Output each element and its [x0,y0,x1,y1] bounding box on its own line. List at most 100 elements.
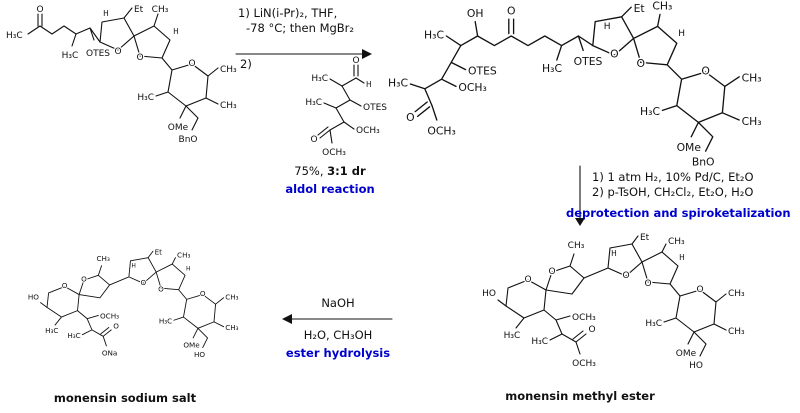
atom-label: H₃C [311,74,328,84]
atom-label: H [173,27,179,36]
bond-lines [37,13,43,27]
atom-label: OCH₃ [572,313,596,323]
arrowhead [575,218,585,226]
atom-label: OTES [86,49,110,59]
atom-label: O [200,289,206,298]
atom-label: H [131,262,136,269]
bond-lines [27,25,101,47]
atom-label: Et [155,248,163,256]
atom-label: O [622,271,629,281]
atom-label: H₃C [542,62,562,75]
atom-label: BnO [692,156,715,168]
atom-label: H₃C [388,76,408,89]
arrowhead [282,314,292,324]
step2-conditions-line1: 1) 1 atm H₂, 10% Pd/C, Et₂O [592,170,754,184]
atom-label: OMe [676,349,697,359]
atom-label: CH₃ [225,323,238,332]
atom-label: CH₃ [728,289,745,299]
caption-monensin-sodium-salt: monensin sodium salt [53,391,197,405]
bond-lines [414,18,515,118]
atom-label: H₃C [305,98,322,108]
atom-label: O [548,267,555,277]
atom-label: H₃C [159,316,172,325]
atom-label: H [678,29,685,39]
atom-label: OCH₃ [572,359,596,369]
atom-label: H [186,265,191,272]
atom-label: HO [689,361,703,371]
atom-label: CH₃ [220,101,237,111]
step3-label: ester hydrolysis [285,346,391,360]
atom-label: H [679,253,685,262]
atom-label: O [81,275,87,284]
atom-label: O [352,56,359,66]
atom-label: O [507,4,516,17]
atom-label: HO [482,289,496,299]
bond-lines [100,327,112,337]
atom-label: OMe [677,141,702,154]
atom-label: H₃C [6,31,23,41]
step1-yield-value: 75%, [294,164,328,178]
atom-label: H [103,9,109,18]
atom-label: O [610,48,619,61]
arrow-step1 [235,49,372,59]
atom-label: BnO [179,135,198,145]
atom-label: H₃C [504,331,521,341]
arrow-step2 [575,165,585,226]
bond-lines [424,35,594,107]
atom-label: H₃C [62,51,79,61]
step1-conditions: 1) LiN(i-Pr)₂, THF, -78 °C; then MgBr₂ [238,6,390,36]
atom-label: O [136,53,143,63]
structure-starting-ketone: H₃C O H₃C OTES O Et CH₃ O H H O CH₃ CH₃ … [5,4,239,146]
atom-label: CH₃ [568,241,585,251]
bond-lines [323,77,365,144]
atom-label: O [158,284,164,293]
atom-label: ONa [102,349,118,358]
atom-label: H₃C [645,319,662,329]
atom-label: O [524,275,531,285]
atom-label: O [36,5,43,15]
atom-label: HO [194,350,205,359]
atom-label: CH₃ [97,254,110,263]
atom-label: CH₃ [225,292,238,301]
atom-label: OMe [183,341,200,350]
atom-label: H [604,22,611,32]
atom-label: O [62,281,68,290]
atom-label: OMe [168,123,189,133]
step2-conditions-line2: 2) p-TsOH, CH₂Cl₂, Et₂O, H₂O [592,185,754,199]
atom-label: CH₃ [652,0,672,13]
atom-label: OCH₃ [458,81,486,94]
atom-label: OTES [363,103,387,113]
bond-lines [497,235,727,357]
atom-label: CH₃ [742,115,762,128]
atom-label: O [588,325,595,335]
atom-label: O [406,111,415,124]
atom-label: H₃C [640,105,660,118]
atom-label: O [310,135,317,145]
atom-label: Et [640,233,650,243]
arrow-step3 [282,314,393,324]
bond-lines [99,17,209,107]
bond-lines [572,330,587,343]
structure-aldehyde-reagent: O H H₃C OTES H₃C OCH₃ O OCH₃ [304,56,388,159]
atom-label: CH₃ [177,251,190,260]
structure-monensin-sodium-salt: HO O H₃C O CH₃ OCH₃ H₃C O ONa O Et CH₃ O… [2,246,267,366]
atom-label: CH₃ [220,65,237,75]
atom-label: OCH₃ [322,148,346,158]
atom-label: O [644,279,651,289]
atom-label: OCH₃ [100,312,119,321]
atom-label: H₃C [137,93,154,103]
atom-label: OCH₃ [427,124,455,137]
atom-label: OCH₃ [356,126,380,136]
atom-label: O [701,64,710,77]
atom-label: CH₃ [668,237,685,247]
atom-label: H₃C [45,326,58,335]
step1-dr-value: 3:1 dr [327,164,366,178]
atom-label: H [366,80,372,89]
bond-lines [620,6,740,152]
structure-aldol-adduct: OH O H₃C OTES OCH₃ H₃C O OCH₃ H₃C OTES O… [387,0,764,168]
bond-lines [40,250,225,348]
atom-label: CH₃ [152,5,169,15]
step1-yield: 75%, 3:1 dr [266,164,394,179]
atom-label: H₃C [424,28,444,41]
